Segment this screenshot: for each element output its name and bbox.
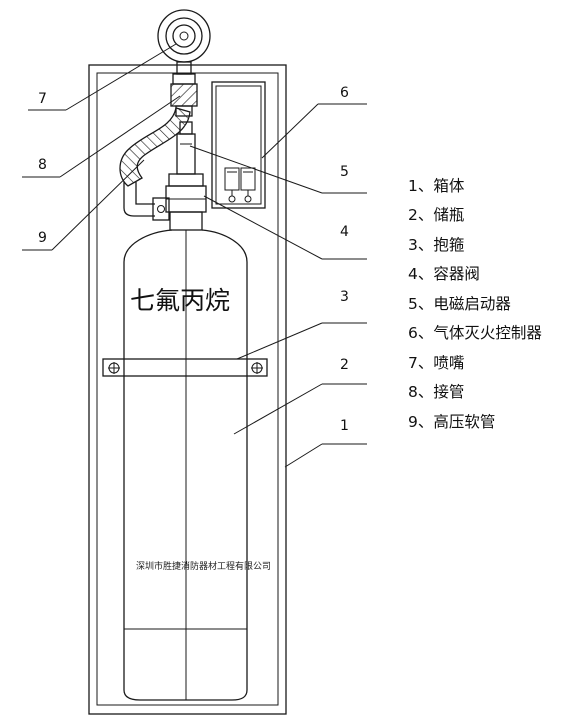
controller-box bbox=[211, 81, 266, 209]
manufacturer-text: 深圳市胜捷消防器材工程有限公司 bbox=[136, 560, 271, 572]
legend-item-controller: 6、气体灭火控制器 bbox=[408, 324, 542, 342]
callout-numbers: 7 8 9 6 5 4 3 2 1 bbox=[38, 85, 349, 434]
legend-item-nozzle: 7、喷嘴 bbox=[408, 354, 465, 372]
legend-item-container-valve: 4、容器阀 bbox=[408, 265, 480, 283]
callout-7: 7 bbox=[38, 91, 47, 107]
legend-item-cabinet: 1、箱体 bbox=[408, 177, 465, 195]
legend-item-strap: 3、抱箍 bbox=[408, 236, 465, 254]
legend-item-hose: 9、高压软管 bbox=[408, 413, 496, 431]
callout-5: 5 bbox=[340, 164, 349, 180]
leader-lines bbox=[22, 43, 367, 468]
nozzle bbox=[157, 9, 211, 75]
cabinet bbox=[88, 64, 287, 715]
callout-1: 1 bbox=[340, 418, 349, 434]
solenoid-actuator bbox=[176, 121, 196, 175]
callout-3: 3 bbox=[340, 289, 349, 305]
high-pressure-hose bbox=[119, 107, 191, 221]
callout-9: 9 bbox=[38, 230, 47, 246]
legend-item-cylinder: 2、储瓶 bbox=[408, 206, 465, 224]
callout-2: 2 bbox=[340, 357, 349, 373]
callout-8: 8 bbox=[38, 157, 47, 173]
storage-cylinder bbox=[123, 229, 248, 701]
callout-4: 4 bbox=[340, 224, 349, 240]
cylinder-strap bbox=[102, 358, 268, 377]
cylinder-label: 七氟丙烷 bbox=[130, 286, 230, 315]
container-valve bbox=[165, 173, 207, 231]
legend-item-connecting-pipe: 8、接管 bbox=[408, 383, 465, 401]
callout-6: 6 bbox=[340, 85, 349, 101]
legend-item-solenoid: 5、电磁启动器 bbox=[408, 295, 511, 313]
